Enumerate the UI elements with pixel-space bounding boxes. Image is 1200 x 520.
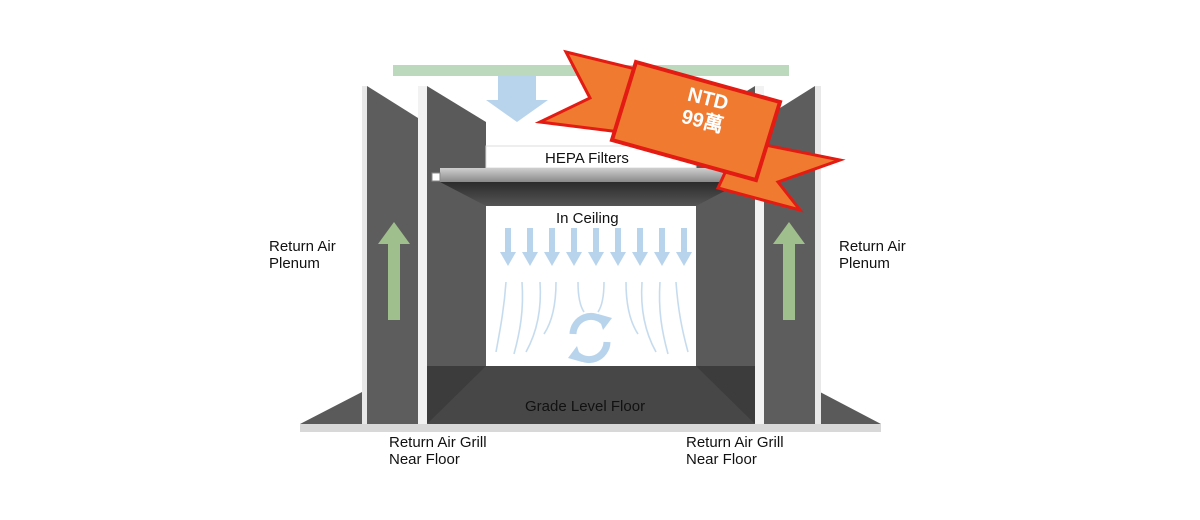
- hepa-filter-cap: [431, 172, 441, 182]
- hepa-filter-face: [440, 168, 742, 182]
- left-plenum-line1: Return Air: [269, 238, 336, 255]
- down-arrow: [500, 228, 516, 266]
- streamline: [640, 281, 657, 353]
- supply-arrow: [486, 76, 548, 122]
- down-arrow: [610, 228, 626, 266]
- right-grill-line1: Return Air Grill: [686, 434, 784, 451]
- streamline: [577, 281, 585, 313]
- ribbon-left-tail: [534, 49, 642, 134]
- floor-slab: [300, 424, 881, 432]
- grade-level-floor-label: Grade Level Floor: [525, 398, 646, 415]
- right-return-arrow: [773, 222, 805, 320]
- right-outer-wall: [815, 86, 821, 424]
- left-outer-wall: [362, 86, 367, 424]
- streamline: [658, 281, 669, 355]
- price-ribbon: [534, 49, 846, 213]
- hepa-filters-label: HEPA Filters: [545, 150, 629, 167]
- down-arrow: [654, 228, 670, 266]
- streamline: [525, 281, 542, 353]
- hepa-filter-underside: [440, 182, 742, 206]
- left-grill-line2: Near Floor: [389, 451, 460, 468]
- right-plenum-line1: Return Air: [839, 238, 906, 255]
- right-grill-label: Return Air Grill Near Floor: [686, 434, 784, 468]
- down-arrow: [676, 228, 692, 266]
- right-grill-line2: Near Floor: [686, 451, 757, 468]
- left-grill-line1: Return Air Grill: [389, 434, 487, 451]
- room-floor: [427, 366, 755, 424]
- streamline: [543, 281, 557, 335]
- laminar-flow-arrows: [500, 228, 692, 266]
- streamline: [513, 281, 524, 355]
- streamline: [495, 281, 507, 353]
- down-arrow: [588, 228, 604, 266]
- right-plenum-line2: Plenum: [839, 255, 890, 272]
- recirculation-arrowhead-2: [568, 346, 582, 362]
- recirculation-arrowhead-1: [598, 314, 612, 330]
- down-arrow: [632, 228, 648, 266]
- left-plenum-line2: Plenum: [269, 255, 320, 272]
- left-return-arrow: [378, 222, 410, 320]
- left-plenum-label: Return Air Plenum: [269, 238, 336, 272]
- floor-left-wing: [300, 392, 362, 424]
- streamline: [625, 281, 639, 335]
- right-plenum-label: Return Air Plenum: [839, 238, 906, 272]
- ribbon-body: [609, 59, 783, 183]
- down-arrow: [522, 228, 538, 266]
- left-inner-wall: [427, 86, 486, 404]
- streamline: [597, 281, 605, 313]
- airflow-streamlines: [495, 281, 689, 355]
- down-arrow: [566, 228, 582, 266]
- floor-right-wing: [820, 392, 881, 424]
- left-inner-wall-edge: [418, 86, 427, 424]
- in-ceiling-label: In Ceiling: [556, 210, 619, 227]
- left-grill-label: Return Air Grill Near Floor: [389, 434, 487, 468]
- down-arrow: [544, 228, 560, 266]
- streamline: [675, 281, 689, 353]
